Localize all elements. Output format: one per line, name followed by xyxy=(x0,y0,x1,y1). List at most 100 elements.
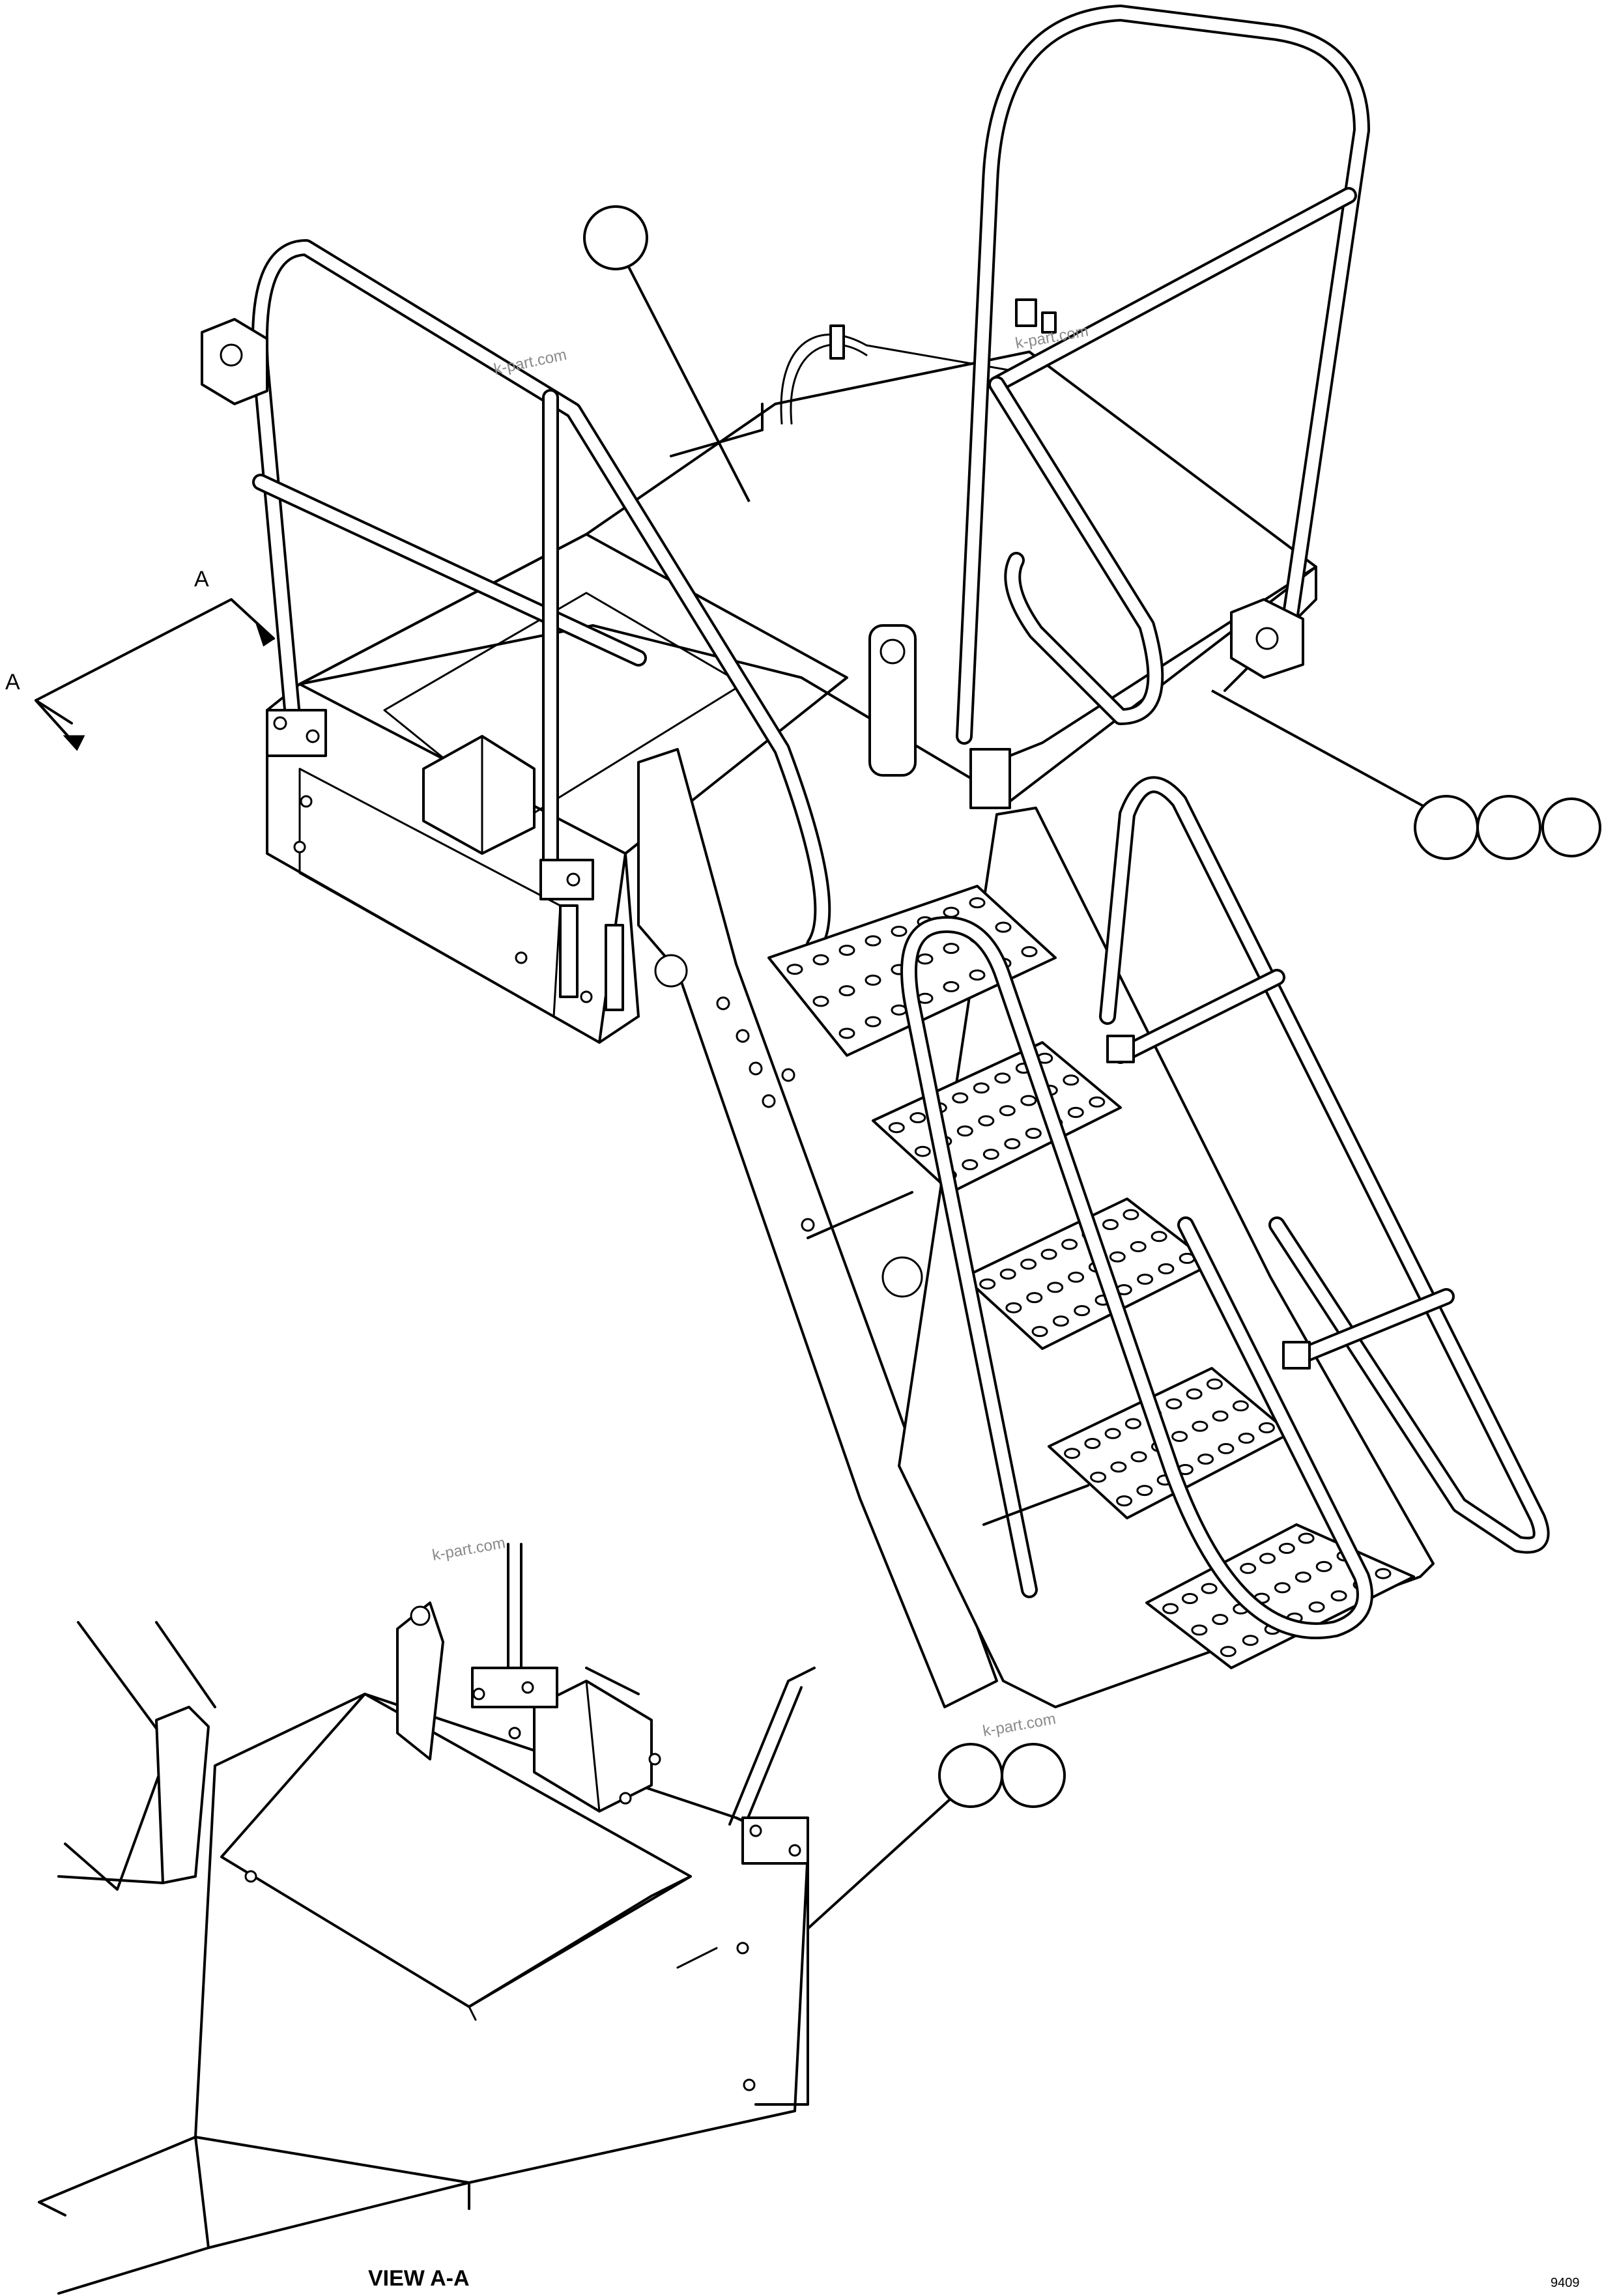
tread-perforation xyxy=(962,1159,979,1171)
tread-perforation xyxy=(865,935,881,947)
tread-perforation xyxy=(1186,1388,1203,1399)
tread-perforation xyxy=(1109,1251,1126,1263)
right-handrail xyxy=(868,5,1370,809)
tread-perforation xyxy=(1330,1590,1347,1601)
tread-perforation xyxy=(969,897,986,909)
tread-perforation xyxy=(973,1082,990,1094)
tread-perforation xyxy=(1238,1432,1255,1444)
tread-perforation xyxy=(1278,1543,1295,1554)
watermark-4: k-part.com xyxy=(981,1710,1057,1740)
tread-perforation xyxy=(943,943,960,954)
tread-perforation xyxy=(1004,1138,1021,1149)
tread-perforation xyxy=(1110,1461,1127,1473)
tread-perforation xyxy=(1021,946,1038,958)
tread-perforation xyxy=(1308,1601,1325,1613)
tread-perforation xyxy=(1151,1231,1167,1242)
tread-perforation xyxy=(812,996,829,1007)
tread-perforation xyxy=(994,1072,1011,1084)
tread-perforation xyxy=(1274,1582,1291,1594)
tread-perforation xyxy=(1212,1410,1229,1422)
tread-perforation xyxy=(812,954,829,966)
view-a-a xyxy=(38,1543,816,2295)
tread-perforation xyxy=(1130,1451,1147,1463)
tread-perforation xyxy=(1258,1422,1275,1433)
tread-perforation xyxy=(1220,1646,1237,1657)
tread-perforation xyxy=(999,1105,1016,1117)
tread-perforation xyxy=(914,1145,931,1157)
platform-assembly xyxy=(266,298,1317,1044)
tread-perforation xyxy=(1212,1614,1229,1626)
stairway xyxy=(637,748,1550,1708)
reference-balloon-5 xyxy=(938,1743,1003,1808)
watermark-1: k-part.com xyxy=(493,346,568,379)
tread-perforation xyxy=(1171,1431,1188,1442)
tread-perforation xyxy=(865,974,881,986)
tread-perforation xyxy=(1031,1326,1048,1338)
tread-perforation xyxy=(1063,1074,1080,1086)
tread-perforation xyxy=(786,964,803,975)
tread-perforation xyxy=(943,906,960,918)
tread-perforation xyxy=(1191,1624,1208,1636)
tread-perforation xyxy=(865,1016,881,1027)
sheet-code: 9409 xyxy=(1551,2276,1580,2290)
tread-perforation xyxy=(1116,1495,1133,1507)
tread-perforation xyxy=(1136,1485,1153,1497)
tread-perforation xyxy=(1130,1241,1147,1252)
latch-1 xyxy=(559,904,579,998)
tread-perforation xyxy=(1026,1292,1043,1304)
tread-perforation xyxy=(1242,1635,1259,1646)
balloon-group-platform-edge xyxy=(1211,689,1601,860)
tread-perforation xyxy=(888,1122,905,1134)
tread-perforation xyxy=(999,1269,1016,1280)
tread-perforation xyxy=(1074,1305,1091,1317)
tread-perforation xyxy=(891,1004,908,1016)
tread-perforation xyxy=(1067,1106,1084,1118)
tread-perforation xyxy=(1124,1418,1141,1429)
tread-perforation xyxy=(1240,1562,1257,1574)
tread-perforation xyxy=(1294,1571,1311,1583)
reference-balloon-1 xyxy=(583,205,648,270)
tread-perforation xyxy=(1123,1209,1139,1220)
tread-perforation xyxy=(995,921,1012,933)
tread-perforation xyxy=(1315,1560,1332,1572)
tread-perforation xyxy=(952,1092,969,1104)
reference-balloon-3 xyxy=(1476,795,1541,860)
tread-perforation xyxy=(943,981,960,992)
tread-perforation xyxy=(838,1027,855,1039)
section-label-lower: A xyxy=(5,670,20,695)
left-handrail xyxy=(201,239,831,953)
tread-perforation xyxy=(979,1278,996,1290)
tread-perforation xyxy=(1104,1428,1121,1439)
tread-perforation xyxy=(909,1112,926,1123)
reference-balloon-4 xyxy=(1541,797,1601,857)
tread-perforation xyxy=(1090,1471,1107,1483)
tread-perforation xyxy=(1052,1315,1069,1327)
tread-perforation xyxy=(1020,1095,1037,1106)
tread-perforation xyxy=(1259,1553,1276,1564)
tread-perforation xyxy=(978,1115,995,1126)
tread-perforation xyxy=(838,945,855,956)
tread-perforation xyxy=(1218,1442,1235,1454)
tread-perforation xyxy=(1047,1282,1064,1293)
tread-perforation xyxy=(1068,1271,1085,1283)
tread-perforation xyxy=(1166,1398,1182,1410)
balloon-group-view-bracket xyxy=(807,1743,1066,1930)
tread-perforation xyxy=(956,1125,973,1137)
reference-balloon-2 xyxy=(1414,795,1479,860)
tread-perforation xyxy=(1005,1302,1022,1313)
tread-perforation xyxy=(1232,1400,1249,1412)
section-label-upper: A xyxy=(194,567,209,592)
tread-perforation xyxy=(917,953,934,965)
tread-perforation xyxy=(891,925,908,937)
view-label: VIEW A-A xyxy=(368,2266,470,2291)
tread-perforation xyxy=(1201,1583,1218,1594)
reference-balloon-6 xyxy=(1001,1743,1066,1808)
tread-perforation xyxy=(1158,1263,1175,1274)
tread-perforation xyxy=(1192,1420,1209,1432)
tread-perforation xyxy=(1020,1258,1037,1270)
watermark-3: k-part.com xyxy=(431,1534,506,1564)
tread-perforation xyxy=(1206,1378,1223,1390)
tread-perforation xyxy=(1102,1219,1119,1230)
section-arrow-a xyxy=(35,598,276,751)
